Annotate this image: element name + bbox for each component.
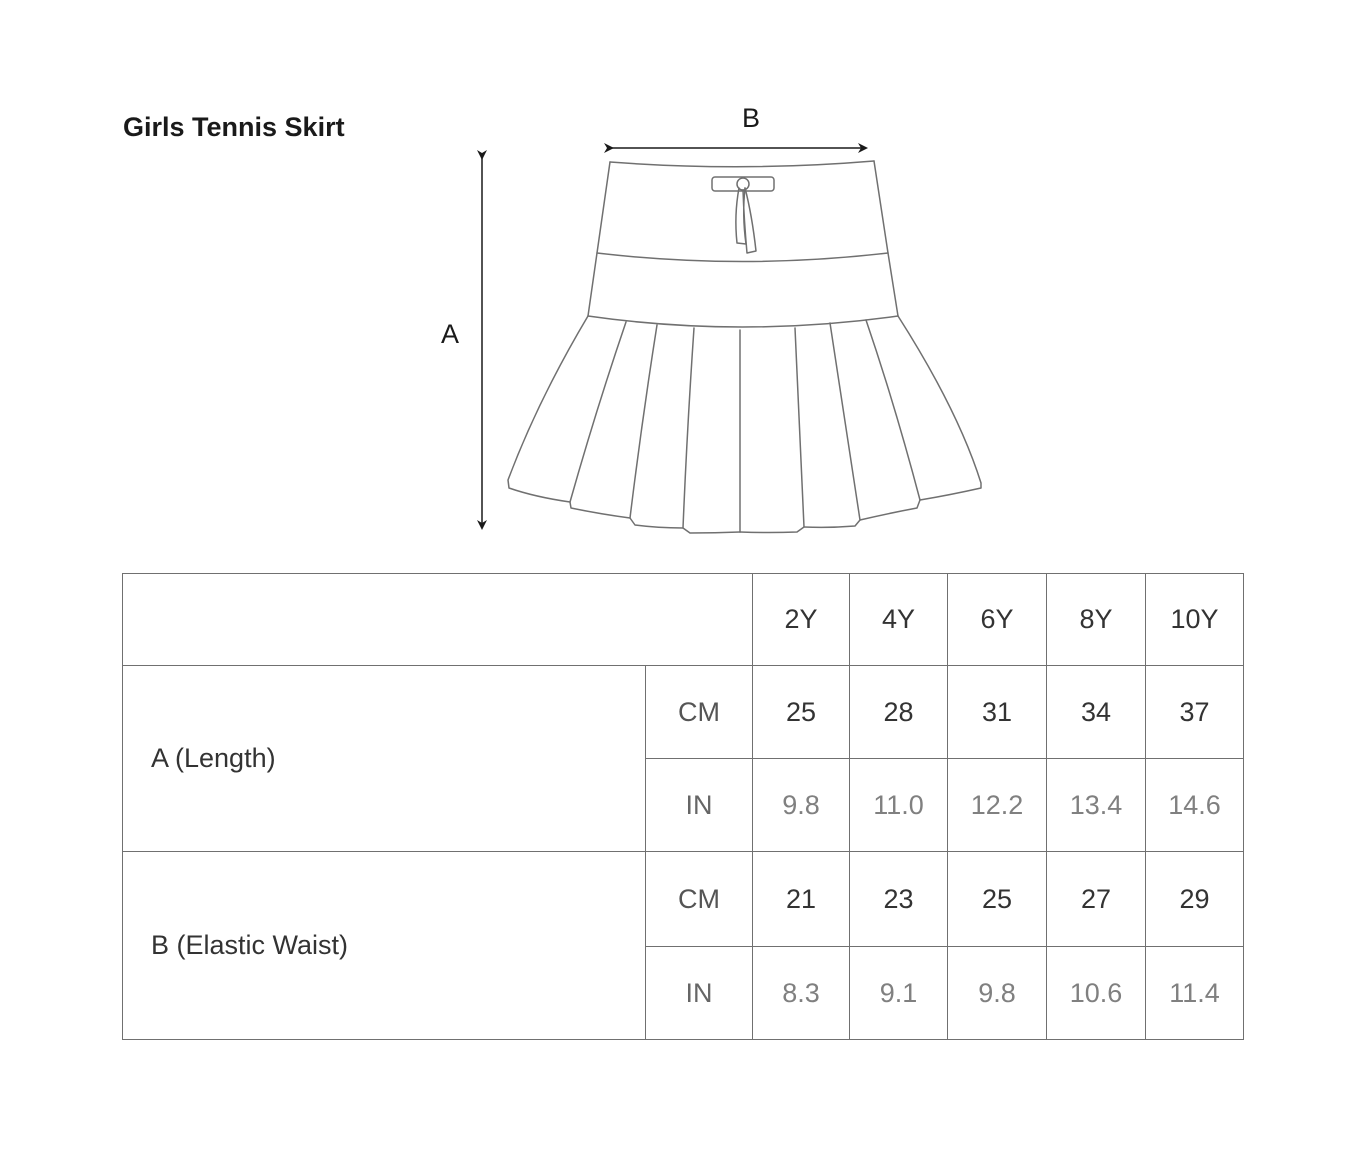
value-cell: 10.6: [1046, 946, 1146, 1040]
unit-label-cm: CM: [645, 665, 753, 759]
skirt-outline-icon: [507, 160, 982, 534]
value-cell: 29: [1145, 851, 1244, 947]
header-empty-cell: [122, 573, 753, 666]
value-cell: 25: [752, 665, 850, 759]
value-cell: 9.8: [752, 758, 850, 852]
value-cell: 14.6: [1145, 758, 1244, 852]
table-row: IN 8.3 9.1 9.8 10.6 11.4: [123, 946, 1244, 1040]
size-header: 8Y: [1046, 573, 1146, 666]
table-row: B (Elastic Waist) CM 21 23 25 27 29: [122, 851, 1244, 1040]
value-cell: 28: [849, 665, 948, 759]
value-cell: 13.4: [1046, 758, 1146, 852]
skirt-diagram: B A: [420, 95, 1020, 545]
size-header: 6Y: [947, 573, 1047, 666]
value-cell: 23: [849, 851, 948, 947]
value-cell: 34: [1046, 665, 1146, 759]
value-cell: 11.0: [849, 758, 948, 852]
value-cell: 31: [947, 665, 1047, 759]
value-cell: 9.8: [947, 946, 1047, 1040]
header-row: 2Y 4Y 6Y 8Y 10Y: [122, 573, 1244, 666]
value-cell: 25: [947, 851, 1047, 947]
label-a: A: [441, 319, 459, 349]
size-header: 4Y: [849, 573, 948, 666]
value-cell: 8.3: [752, 946, 850, 1040]
value-cell: 21: [752, 851, 850, 947]
value-cell: 37: [1145, 665, 1244, 759]
unit-label-in: IN: [645, 946, 753, 1040]
size-header: 10Y: [1145, 573, 1244, 666]
measure-label-waist: B (Elastic Waist): [122, 851, 646, 1040]
size-chart-table: 2Y 4Y 6Y 8Y 10Y A (Length) CM 25 28 31 3…: [122, 573, 1244, 1040]
value-cell: 12.2: [947, 758, 1047, 852]
value-cell: 9.1: [849, 946, 948, 1040]
value-cell: 11.4: [1145, 946, 1244, 1040]
value-cell: 27: [1046, 851, 1146, 947]
unit-label-cm: CM: [645, 851, 753, 947]
table-row: A (Length) CM 25 28 31 34 37: [122, 665, 1244, 852]
page-title: Girls Tennis Skirt: [123, 112, 345, 142]
size-header: 2Y: [752, 573, 850, 666]
unit-label-in: IN: [645, 758, 753, 852]
measure-label-length: A (Length): [122, 665, 646, 852]
table-row: IN 9.8 11.0 12.2 13.4 14.6: [123, 758, 1244, 852]
label-b: B: [742, 103, 760, 133]
